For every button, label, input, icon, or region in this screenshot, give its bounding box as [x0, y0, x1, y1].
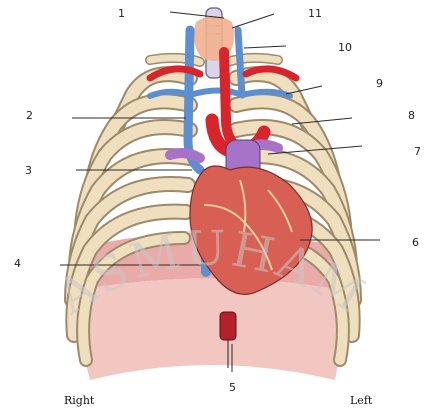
callout-label-2: 2	[26, 110, 33, 122]
callout-label-5: 5	[229, 382, 236, 394]
callout-label-10: 10	[338, 42, 352, 54]
callout-label-3: 3	[25, 165, 32, 177]
callout-label-7: 7	[414, 146, 421, 158]
callout-label-9: 9	[376, 78, 383, 90]
callout-label-8: 8	[408, 110, 415, 122]
side-label-right: Right	[64, 394, 94, 407]
callout-label-11: 11	[308, 8, 322, 20]
leader-line-11	[232, 14, 274, 28]
callout-label-1: 1	[118, 8, 125, 20]
leader-line-10	[244, 46, 286, 48]
side-label-left: Left	[350, 394, 372, 407]
callout-label-4: 4	[14, 258, 21, 270]
callout-label-6: 6	[412, 237, 419, 249]
